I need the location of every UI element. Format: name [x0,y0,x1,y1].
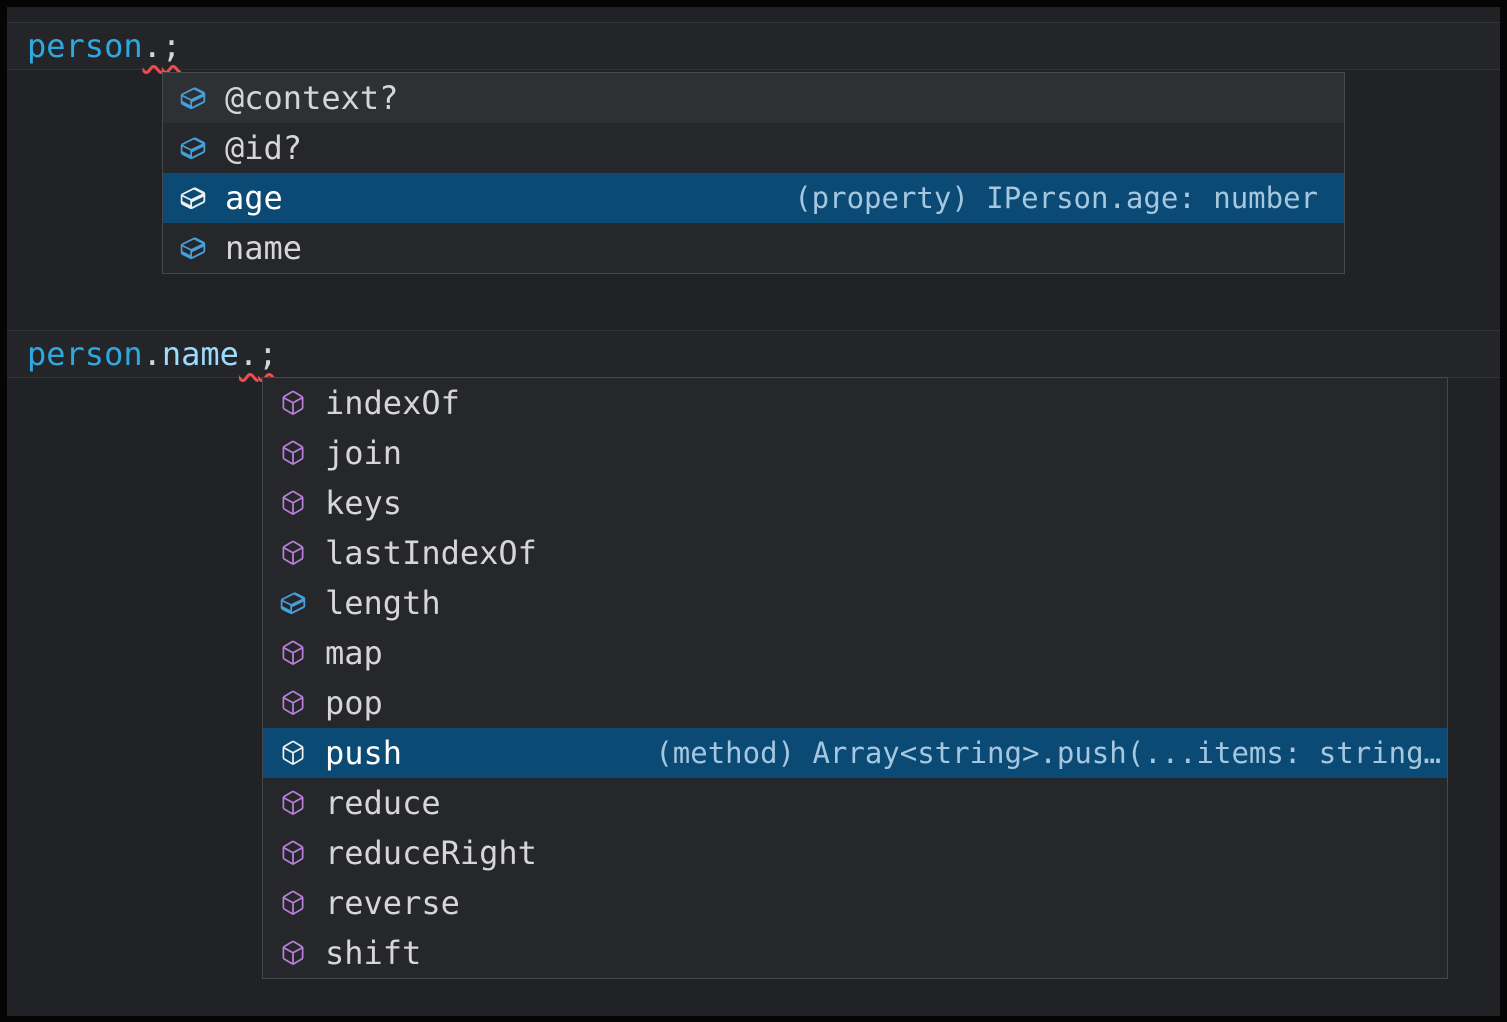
suggestion-item-length[interactable]: length [263,578,1447,628]
suggestion-item-keys[interactable]: keys [263,478,1447,528]
suggestion-label: keys [325,484,403,522]
code-token: name [161,335,239,373]
suggestion-label: shift [325,934,422,972]
suggestion-item-reduceright[interactable]: reduceRight [263,828,1447,878]
suggestion-item-reduce[interactable]: reduce [263,778,1447,828]
suggestion-label: lastIndexOf [325,534,537,572]
suggestion-label: reduce [325,784,441,822]
suggest-widget-person: @context? @id? age (property) IPerson.age: … [162,72,1345,274]
symbol-method-icon [279,689,307,717]
symbol-method-icon [279,939,307,967]
suggestion-label: reduceRight [325,834,537,872]
code-editor[interactable]: person.; person.name.; @context?@id?age(… [7,7,1500,1016]
code-token-error: ; [258,335,278,373]
symbol-method-icon [279,789,307,817]
code-token-error: ; [161,27,182,65]
suggest-widget-person-name: indexOf join keys lastIndexOf length map pop pu… [262,377,1448,979]
code-token-error: . [142,27,162,65]
suggestion-detail: (method) Array<string>.push(...items: st… [655,736,1441,770]
suggestion-item-id[interactable]: @id? [163,123,1344,173]
code-token-error: . [238,335,259,373]
symbol-method-icon [279,389,307,417]
suggestion-label: join [325,434,403,472]
suggestion-item-join[interactable]: join [263,428,1447,478]
suggestion-item-reverse[interactable]: reverse [263,878,1447,928]
code-token: person [27,335,143,373]
code-token: . [142,335,162,373]
suggestion-label: @context? [225,79,399,117]
suggestion-item-shift[interactable]: shift [263,928,1447,978]
suggestion-label: age [225,179,283,217]
suggestion-label: name [225,229,303,267]
suggestion-label: length [325,584,441,622]
suggestion-label: @id? [225,129,303,167]
suggestion-item-map[interactable]: map [263,628,1447,678]
symbol-method-icon [279,489,307,517]
symbol-method-icon [279,539,307,567]
symbol-method-icon [279,839,307,867]
suggestion-item-pop[interactable]: pop [263,678,1447,728]
suggestion-label: map [325,634,383,672]
symbol-method-icon [279,889,307,917]
suggestion-item-age[interactable]: age (property) IPerson.age: number [163,173,1344,223]
suggestion-label: push [325,734,403,772]
suggestion-item-name[interactable]: name [163,223,1344,273]
suggestion-label: indexOf [325,384,460,422]
code-token: person [27,27,143,65]
suggestion-label: pop [325,684,383,722]
symbol-field-icon [179,184,207,212]
suggestion-item-lastindexof[interactable]: lastIndexOf [263,528,1447,578]
symbol-method-icon [279,739,307,767]
code-line-1[interactable]: person.; [7,22,1500,70]
symbol-method-icon [279,439,307,467]
symbol-field-icon [179,234,207,262]
symbol-field-icon [179,84,207,112]
symbol-field-icon [179,134,207,162]
suggestion-detail: (property) IPerson.age: number [794,181,1318,215]
suggestion-item-push[interactable]: push (method) Array<string>.push(...items… [263,728,1447,778]
suggestion-item-context[interactable]: @context? [163,73,1344,123]
symbol-field-icon [279,589,307,617]
code-line-2[interactable]: person.name.; [7,330,1500,378]
suggestion-item-indexof[interactable]: indexOf [263,378,1447,428]
suggestion-label: reverse [325,884,460,922]
symbol-method-icon [279,639,307,667]
